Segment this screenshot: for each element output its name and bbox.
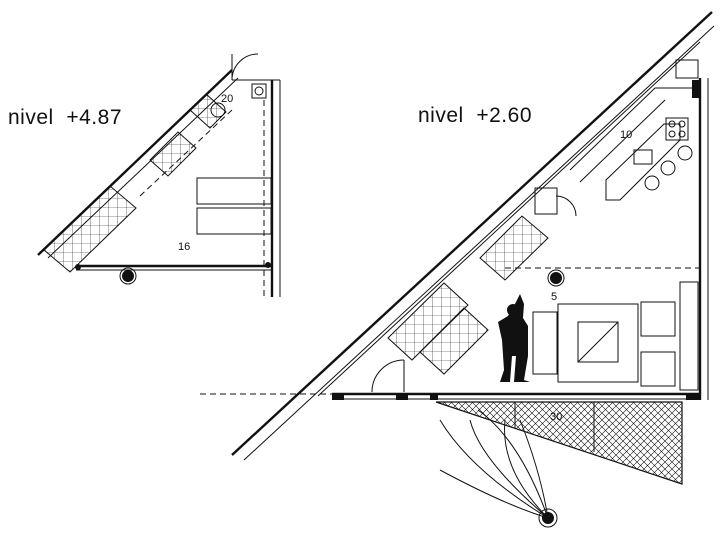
wall-end-a: [332, 393, 344, 400]
cabinet: [534, 187, 558, 215]
cabinet-door-arc: [555, 195, 577, 217]
room-label-20: 20: [221, 93, 233, 105]
level-title-487: nivel +4.87: [8, 106, 122, 129]
entry-door-arc: [371, 359, 405, 393]
kitchen-counter-front: [579, 99, 666, 183]
plan-level-487: [37, 53, 281, 297]
burner-3: [668, 130, 676, 138]
room-label-10: 10: [620, 129, 632, 141]
stool-1: [677, 145, 693, 161]
dashed-guide: [139, 109, 233, 197]
diagonal-floor-edge: [317, 41, 701, 397]
corner-post: [265, 262, 271, 268]
armchair-2: [640, 351, 676, 387]
column-marker-2: [550, 272, 562, 284]
wall-block: [692, 80, 700, 98]
corner-post-left: [75, 264, 81, 270]
level-title-260: nivel +2.60: [418, 104, 532, 127]
burner-4: [678, 130, 686, 138]
human-figure: [498, 294, 530, 382]
stool-3: [644, 175, 660, 191]
stair-lower-a: [387, 282, 469, 361]
column-marker-ring: [119, 267, 137, 285]
cooktop: [665, 117, 689, 141]
kitchen-counter-back: [569, 87, 700, 171]
human-figure-head: [507, 304, 519, 316]
bed-lower: [196, 207, 272, 235]
stair-upper: [149, 131, 197, 177]
wall-end-c: [430, 393, 438, 400]
room-label-5: 5: [551, 291, 557, 303]
room-label-30: 30: [550, 411, 562, 423]
main-diagonal-wall: [231, 11, 713, 456]
room-label-16: 16: [178, 241, 190, 253]
stool-2: [660, 160, 676, 176]
armchair-1: [640, 301, 676, 337]
sideboard: [679, 281, 699, 391]
sink-basin: [254, 86, 264, 96]
column-marker-3: [542, 512, 554, 524]
column-marker-3-ring: [538, 508, 558, 528]
stair-lower-b: [419, 307, 489, 375]
fridge: [675, 59, 699, 79]
coffee-table-diag: [577, 321, 619, 363]
stair-lower: [43, 185, 137, 273]
burner-2: [678, 120, 686, 128]
coffee-table-outer: [557, 303, 639, 383]
coffee-table-inner: [577, 321, 619, 363]
stair-top: [189, 93, 227, 129]
sofa-left: [532, 311, 558, 375]
bed-upper: [196, 177, 272, 205]
burner-1: [668, 120, 676, 128]
door-arc: [231, 53, 259, 81]
plan-level-260: [200, 11, 715, 528]
swing-door-fan: [439, 409, 549, 519]
wc-fixture: [210, 102, 226, 118]
wall-end-b: [396, 393, 408, 400]
main-diagonal-wall-inner: [243, 25, 715, 461]
kitchen-sink: [633, 149, 653, 165]
sink-fixture: [251, 83, 267, 99]
column-marker: [122, 270, 134, 282]
wall-end-d: [686, 393, 700, 400]
terrace-hatched: [435, 401, 683, 485]
column-marker-2-ring: [547, 269, 565, 287]
stair-mid: [479, 215, 549, 281]
